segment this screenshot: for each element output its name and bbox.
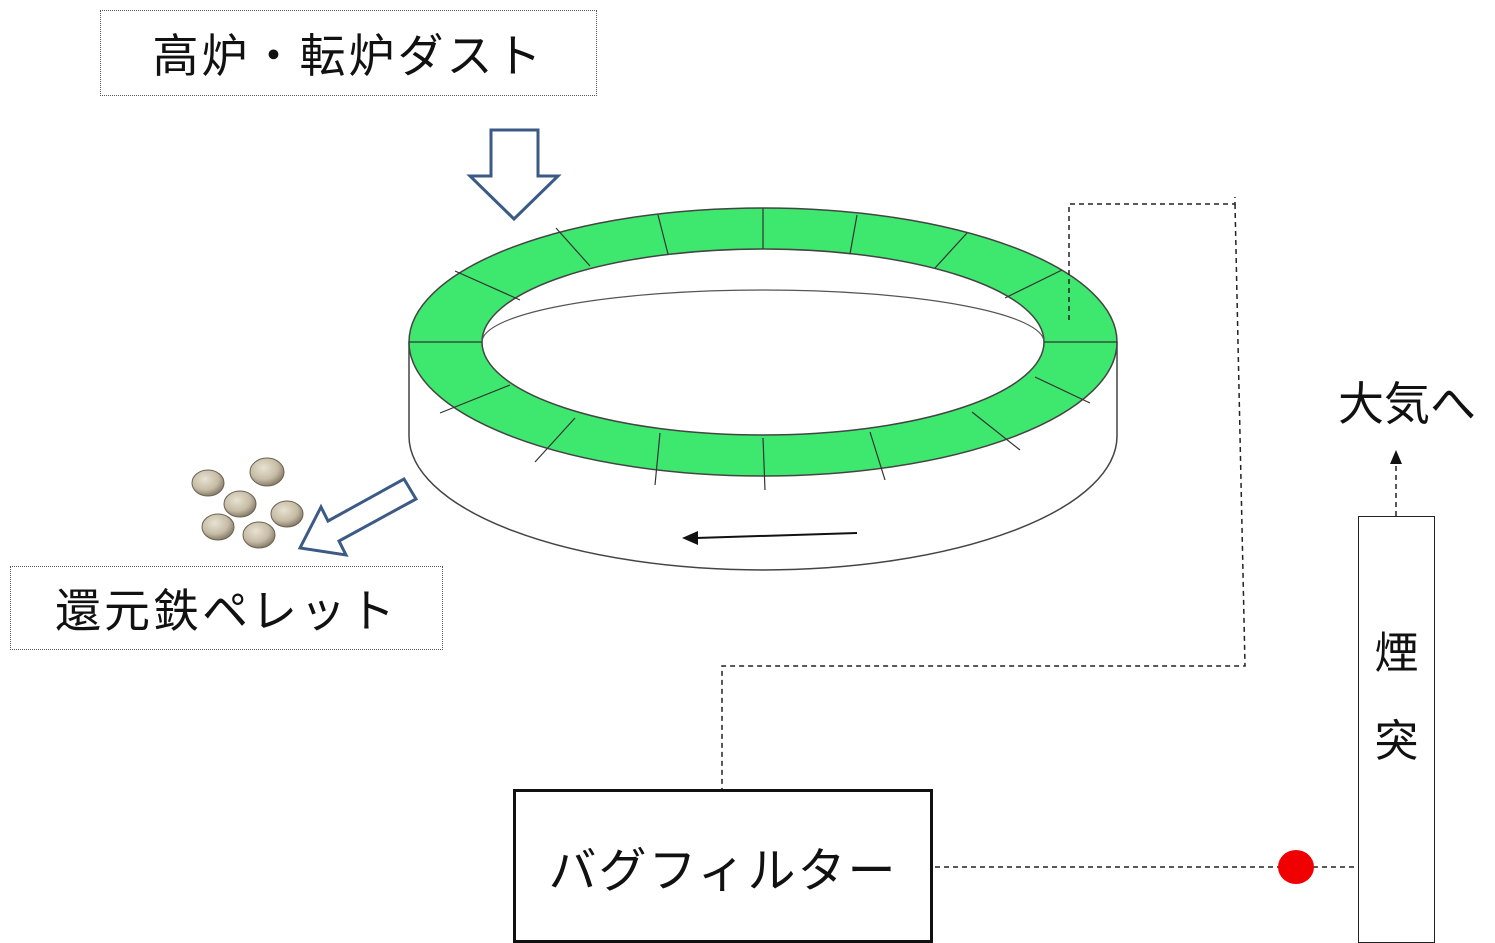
pellets-icon	[191, 457, 304, 549]
atmosphere-label: 大気へ	[1338, 377, 1476, 431]
rotation-arrow-icon	[682, 531, 858, 545]
pellet-output-text: 還元鉄ペレット	[55, 584, 398, 638]
bag-filter-text: バグフィルター	[548, 843, 898, 899]
chimney-text-1: 煙	[1374, 628, 1419, 679]
dust-input-text: 高炉・転炉ダスト	[152, 29, 545, 83]
dust-input-label: 高炉・転炉ダスト	[100, 10, 597, 96]
exhaust-duct-line-2	[721, 203, 1246, 789]
rotary-hearth-furnace	[408, 207, 1118, 571]
ring-segment-lines	[409, 208, 1117, 491]
up-arrow-icon	[1390, 450, 1402, 464]
discharge-arrow-icon	[297, 476, 419, 557]
bag-filter-box: バグフィルター	[513, 789, 933, 943]
sensor-red-dot-icon	[1278, 850, 1314, 884]
pellet-output-label: 還元鉄ペレット	[10, 566, 443, 650]
ring-inner-wall	[481, 289, 1045, 343]
chimney: 煙 突	[1358, 516, 1435, 943]
exhaust-duct-line	[1068, 197, 1236, 320]
chimney-text-2: 突	[1374, 716, 1419, 767]
feed-down-arrow-icon	[466, 128, 562, 222]
